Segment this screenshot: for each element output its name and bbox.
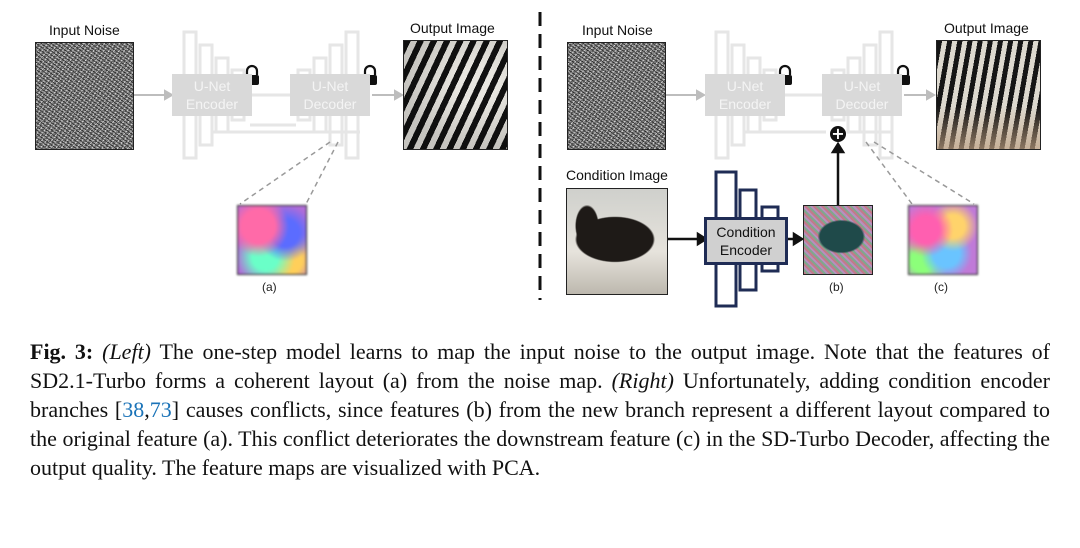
feature-c-label: (c) <box>934 280 948 294</box>
condition-arrows <box>668 141 846 247</box>
feature-map-a <box>237 205 307 275</box>
caption-part2: Unfortunately, adding condition encoder … <box>30 368 1050 422</box>
caption-part1: The one-step model learns to map the inp… <box>30 339 1050 393</box>
right-output-label: Output Image <box>944 20 1029 36</box>
feature-map-b <box>803 205 873 275</box>
left-input-noise-image <box>35 42 134 150</box>
caption-part3: ] causes conflicts, since features (b) f… <box>30 397 1050 480</box>
left-output-image <box>403 40 508 150</box>
feature-b-label: (b) <box>829 280 844 294</box>
figure-caption: Fig. 3: (Left) The one-step model learns… <box>30 337 1050 482</box>
figure: Input Noise U-Net Encoder U-Net Decoder … <box>35 12 1041 308</box>
right-output-image <box>936 40 1041 150</box>
left-output-label: Output Image <box>410 20 495 36</box>
caption-right-tag: (Right) <box>611 368 674 393</box>
right-arrows <box>666 89 937 101</box>
left-arrows <box>133 89 405 101</box>
caption-left-tag: (Left) <box>102 339 152 364</box>
caption-fig-label: Fig. 3: <box>30 339 94 364</box>
left-unet-encoder: U-Net Encoder <box>172 74 252 116</box>
caption-ref-sep: , <box>144 397 150 422</box>
right-unet-decoder: U-Net Decoder <box>822 74 902 116</box>
citation-link-73[interactable]: 73 <box>149 397 172 422</box>
right-input-noise-image <box>567 42 666 150</box>
right-unet-encoder: U-Net Encoder <box>705 74 785 116</box>
right-zoom-lines <box>865 141 975 205</box>
condition-encoder: Condition Encoder <box>704 217 788 265</box>
feature-a-label: (a) <box>262 280 277 294</box>
plus-node <box>830 126 846 142</box>
condition-image <box>566 188 668 295</box>
condition-image-label: Condition Image <box>566 167 668 183</box>
left-input-label: Input Noise <box>49 22 120 38</box>
left-unet-decoder: U-Net Decoder <box>290 74 370 116</box>
citation-link-38[interactable]: 38 <box>122 397 145 422</box>
plus-symbol: + <box>831 124 845 143</box>
right-input-label: Input Noise <box>582 22 653 38</box>
feature-map-c <box>908 205 978 275</box>
left-zoom-lines <box>239 141 339 205</box>
